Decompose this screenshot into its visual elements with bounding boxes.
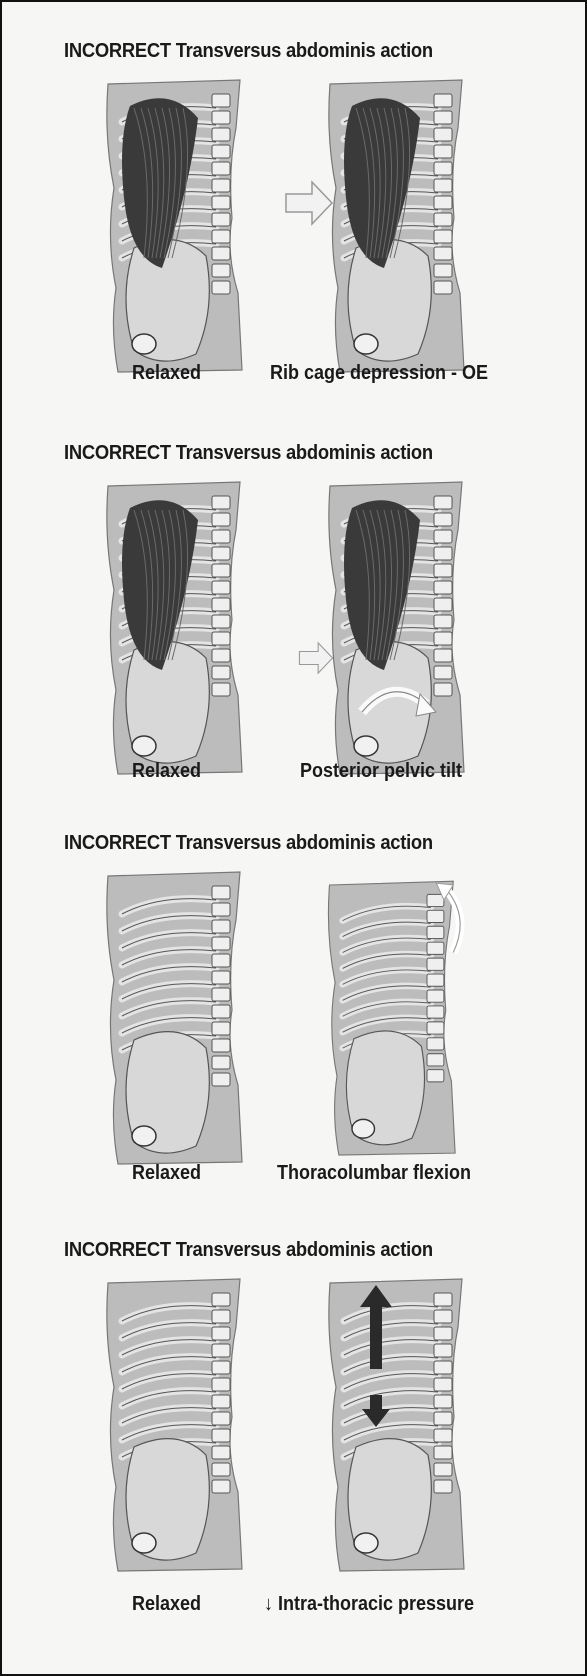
figure-relaxed: [100, 1277, 250, 1577]
caption-action: Rib cage depression - OE: [270, 362, 488, 385]
caption-relaxed: Relaxed: [132, 760, 201, 783]
figure-rib-cage-depression: [322, 78, 472, 378]
panel-title: INCORRECT Transversus abdominis action: [64, 1239, 433, 1262]
panel-title: INCORRECT Transversus abdominis action: [64, 40, 433, 63]
figure-relaxed: [100, 78, 250, 378]
caption-action: ↓ Intra-thoracic pressure: [264, 1593, 474, 1616]
panel-title: INCORRECT Transversus abdominis action: [64, 832, 433, 855]
caption-relaxed: Relaxed: [132, 362, 201, 385]
figure-relaxed: [100, 480, 250, 780]
arrow-right-icon: [284, 180, 334, 226]
figure-thoracolumbar-flexion: [322, 870, 472, 1170]
figure-relaxed: [100, 870, 250, 1170]
caption-action: Thoracolumbar flexion: [277, 1162, 471, 1185]
caption-relaxed: Relaxed: [132, 1162, 201, 1185]
figure-posterior-pelvic-tilt: [322, 480, 472, 780]
panel-title: INCORRECT Transversus abdominis action: [64, 442, 433, 465]
caption-action: Posterior pelvic tilt: [300, 760, 462, 783]
caption-relaxed: Relaxed: [132, 1593, 201, 1616]
figure-intra-thoracic-pressure: [322, 1277, 472, 1577]
arrow-right-icon: [298, 638, 334, 678]
